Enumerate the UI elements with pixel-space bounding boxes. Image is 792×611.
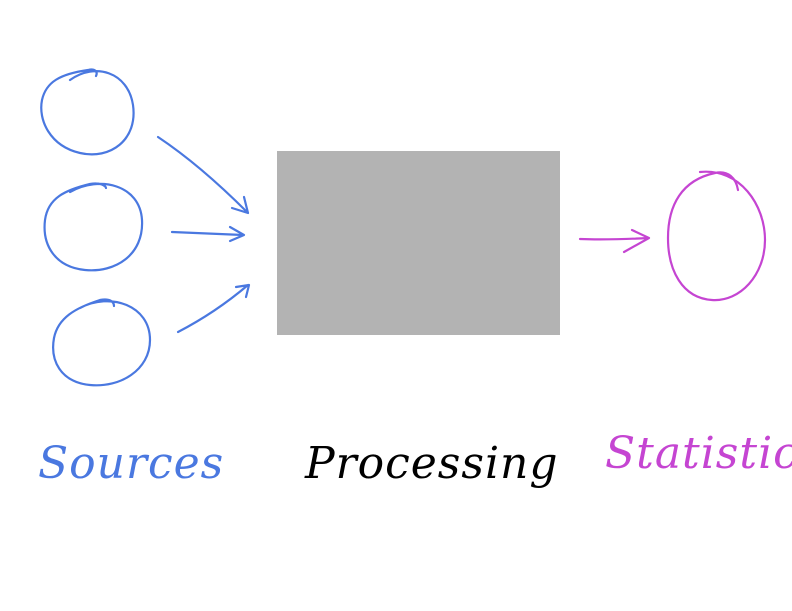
arrow-source-1 <box>156 135 250 215</box>
source-circle-2 <box>43 182 144 272</box>
arrow-source-2 <box>170 225 246 243</box>
processing-box <box>277 151 560 335</box>
arrow-source-3 <box>176 283 251 334</box>
statistics-circle <box>666 170 767 302</box>
source-circle-3 <box>52 298 152 387</box>
source-circle-1 <box>40 68 135 156</box>
sources-label: Sources <box>38 438 225 489</box>
arrow-to-statistics <box>578 228 651 254</box>
processing-label: Processing <box>305 438 559 489</box>
statistics-label: Statistics <box>605 428 792 479</box>
